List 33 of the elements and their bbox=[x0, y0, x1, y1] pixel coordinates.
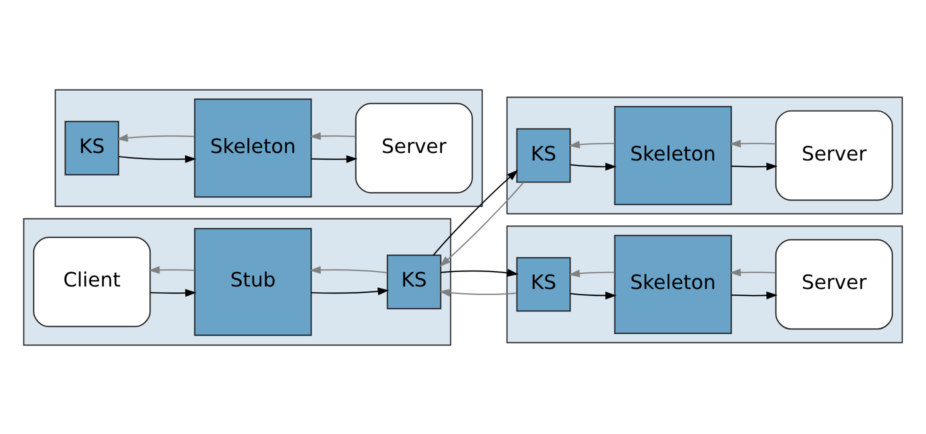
arrow bbox=[439, 288, 517, 296]
node-box: Skeleton bbox=[614, 105, 732, 205]
node-box: KS bbox=[516, 256, 571, 312]
arrow bbox=[730, 139, 776, 147]
node-box: KS bbox=[64, 120, 120, 175]
arrow bbox=[440, 181, 524, 266]
node-box: Server bbox=[775, 110, 893, 200]
node-box: Server bbox=[355, 102, 473, 193]
node-box: Stub bbox=[194, 228, 312, 336]
arrow bbox=[440, 268, 518, 276]
arrow bbox=[310, 132, 356, 140]
arrow bbox=[116, 134, 194, 142]
arrow bbox=[311, 286, 389, 295]
cluster bbox=[54, 88, 483, 206]
node-box: KS bbox=[386, 254, 442, 309]
node-box: Server bbox=[775, 238, 893, 330]
node-box: KS bbox=[516, 128, 571, 182]
node-box: Client bbox=[33, 236, 151, 327]
arrow bbox=[732, 162, 778, 170]
node-box: Skeleton bbox=[614, 234, 732, 334]
arrow bbox=[311, 154, 358, 163]
arrow bbox=[730, 268, 776, 276]
node-box: Skeleton bbox=[194, 98, 312, 198]
arrow bbox=[570, 162, 617, 170]
arrow bbox=[150, 288, 196, 296]
arrow bbox=[568, 269, 615, 277]
arrow bbox=[118, 154, 196, 163]
arrow bbox=[570, 291, 617, 299]
arrow bbox=[433, 169, 518, 255]
arrow bbox=[310, 266, 388, 274]
arrow bbox=[732, 291, 778, 299]
arrow bbox=[568, 140, 615, 148]
arrow bbox=[148, 266, 195, 274]
